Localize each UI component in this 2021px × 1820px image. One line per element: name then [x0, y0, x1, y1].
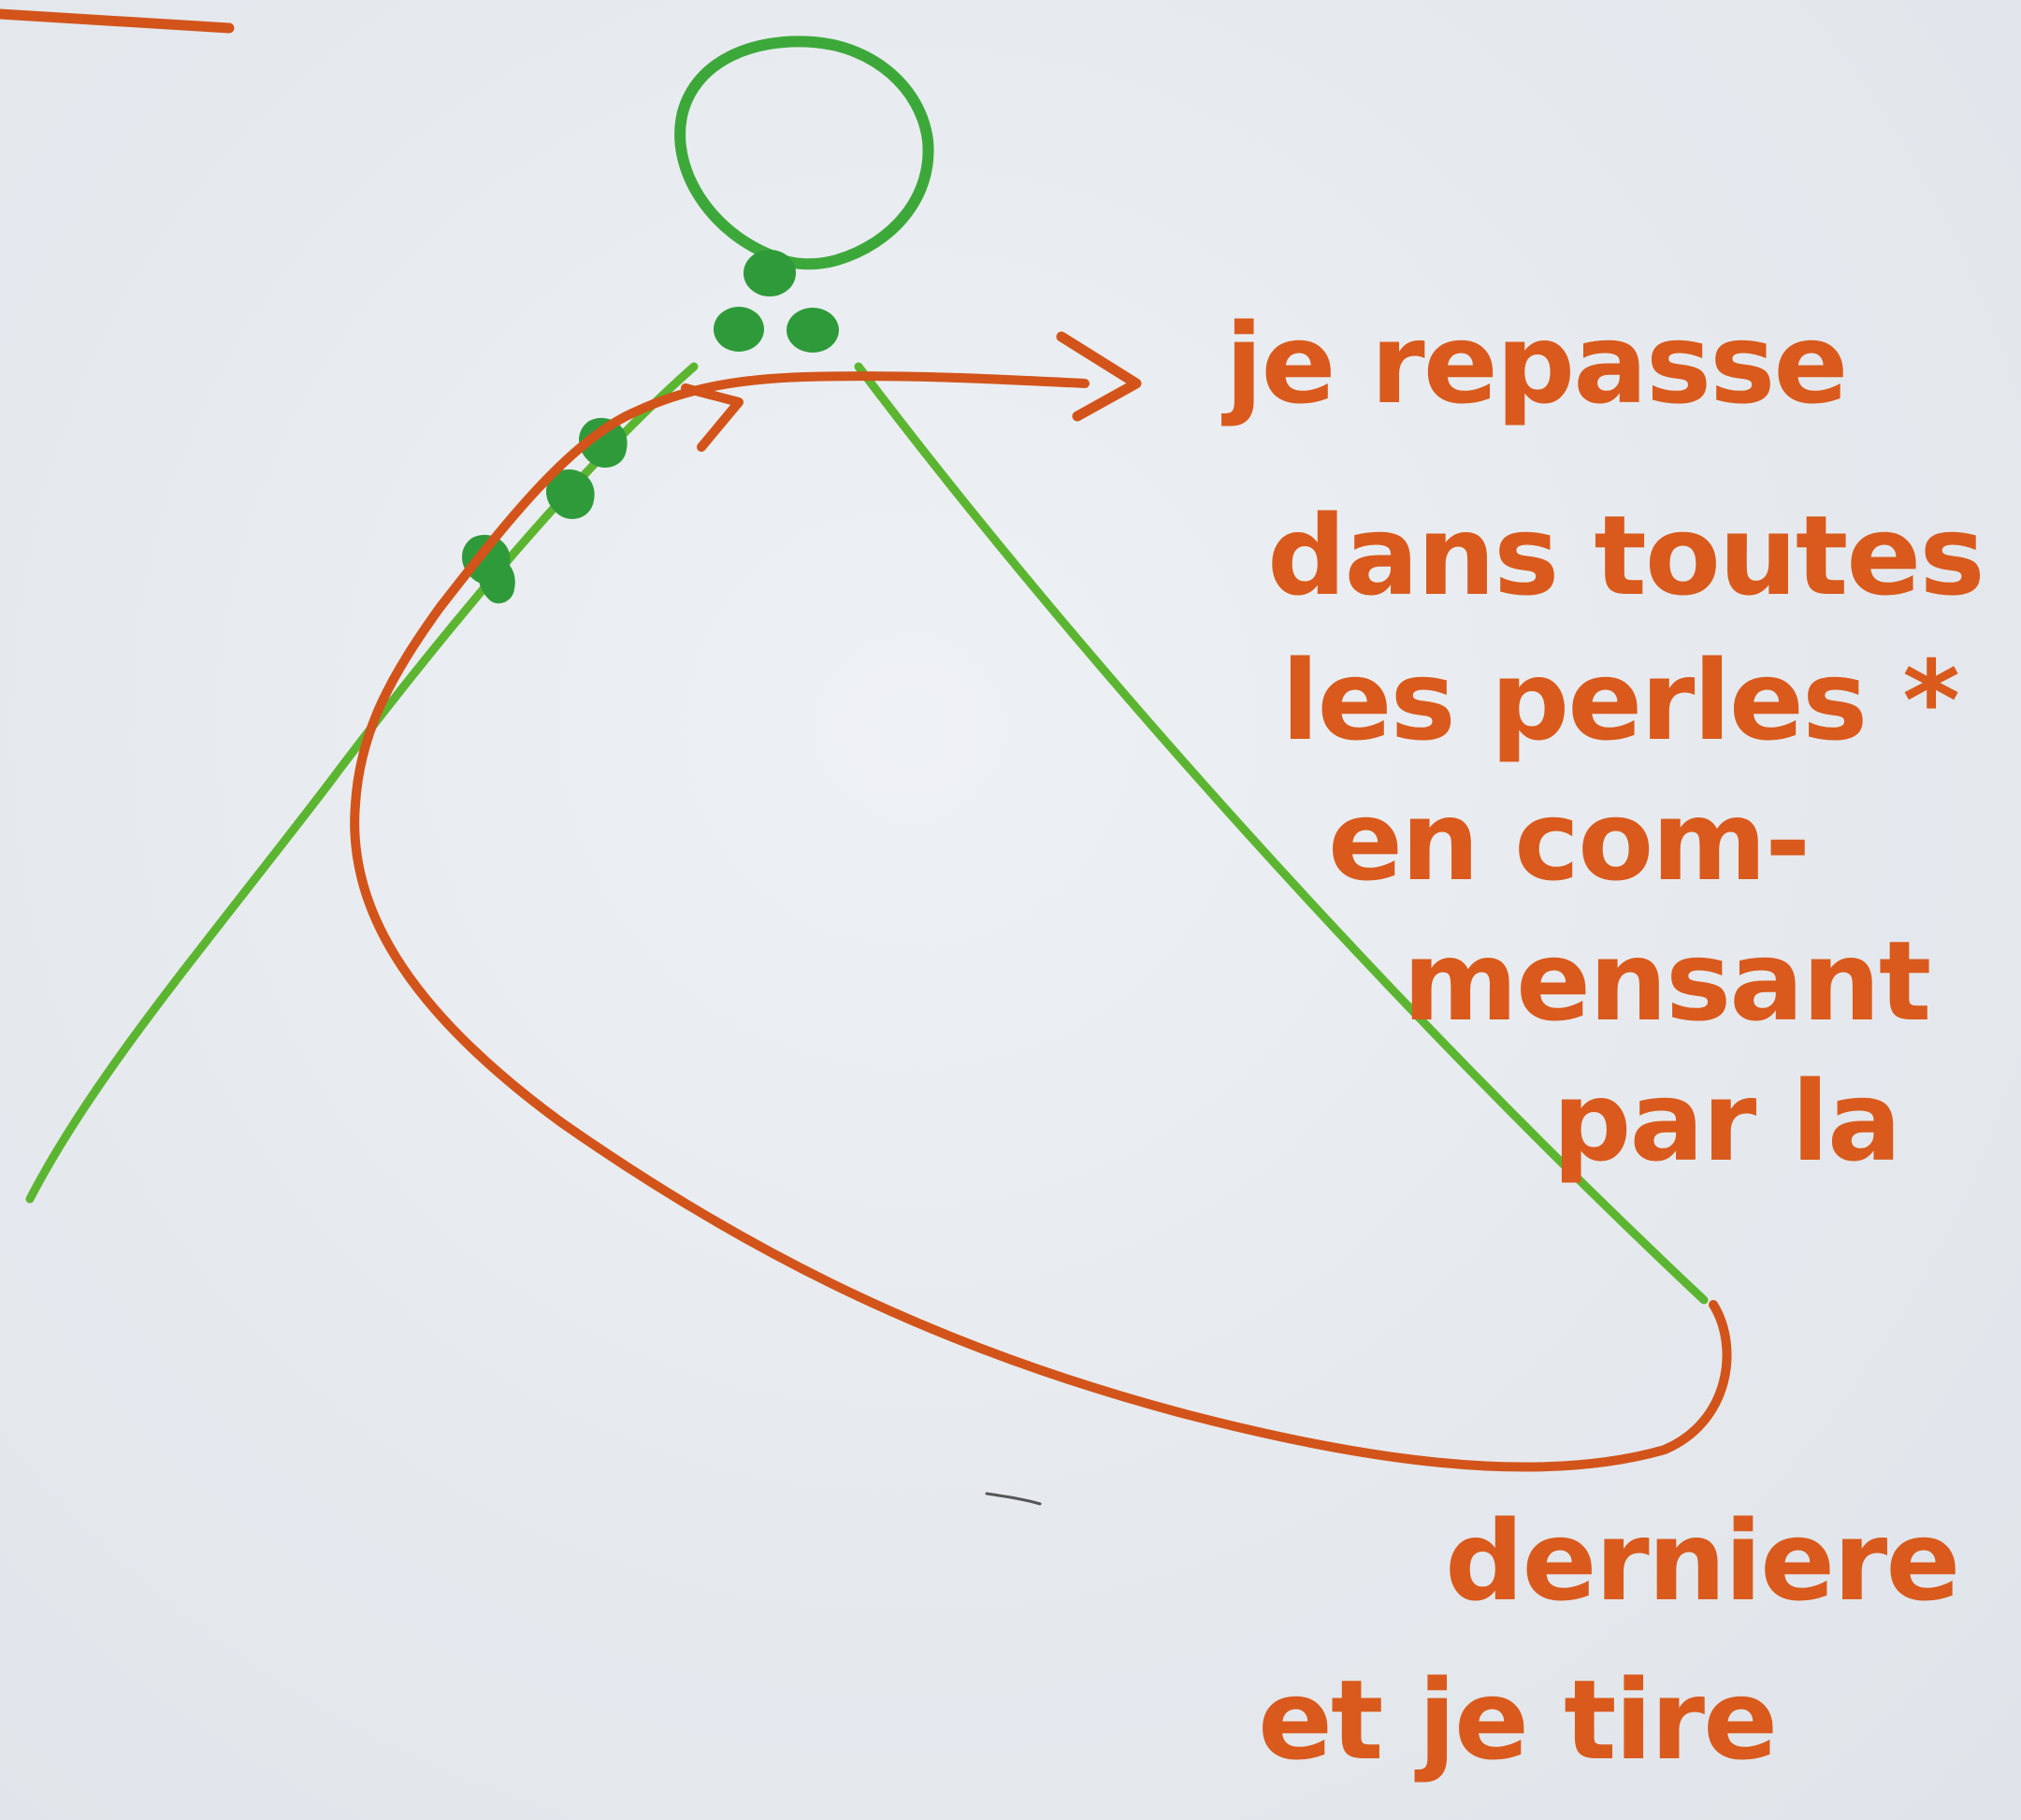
bead-icon: [578, 417, 628, 468]
orange-thread: [350, 371, 1732, 1472]
note-line: en com-: [1328, 776, 1811, 905]
bead-icon: [714, 307, 764, 352]
bead-icon: [787, 308, 839, 353]
note-line: derniere: [1445, 1496, 1960, 1625]
bead-icon: [545, 469, 595, 519]
arrow-icon: [1056, 331, 1142, 422]
note-line: les perles *: [1281, 636, 1960, 765]
loop-icon: [674, 36, 934, 270]
note-line: mensant: [1403, 917, 1931, 1046]
note-line: dans toutes: [1267, 491, 1985, 620]
bead-icon: [743, 250, 796, 296]
bead-icon: [478, 557, 515, 604]
pencil-mark: [985, 1492, 1042, 1506]
note-line: je repasse: [1225, 299, 1848, 428]
arrow-icon: [681, 383, 743, 452]
green-thread-right: [854, 362, 1709, 1305]
note-line: par la: [1552, 1057, 1901, 1186]
stray-orange-mark: [0, 8, 235, 34]
note-line: et je tire: [1258, 1655, 1778, 1784]
